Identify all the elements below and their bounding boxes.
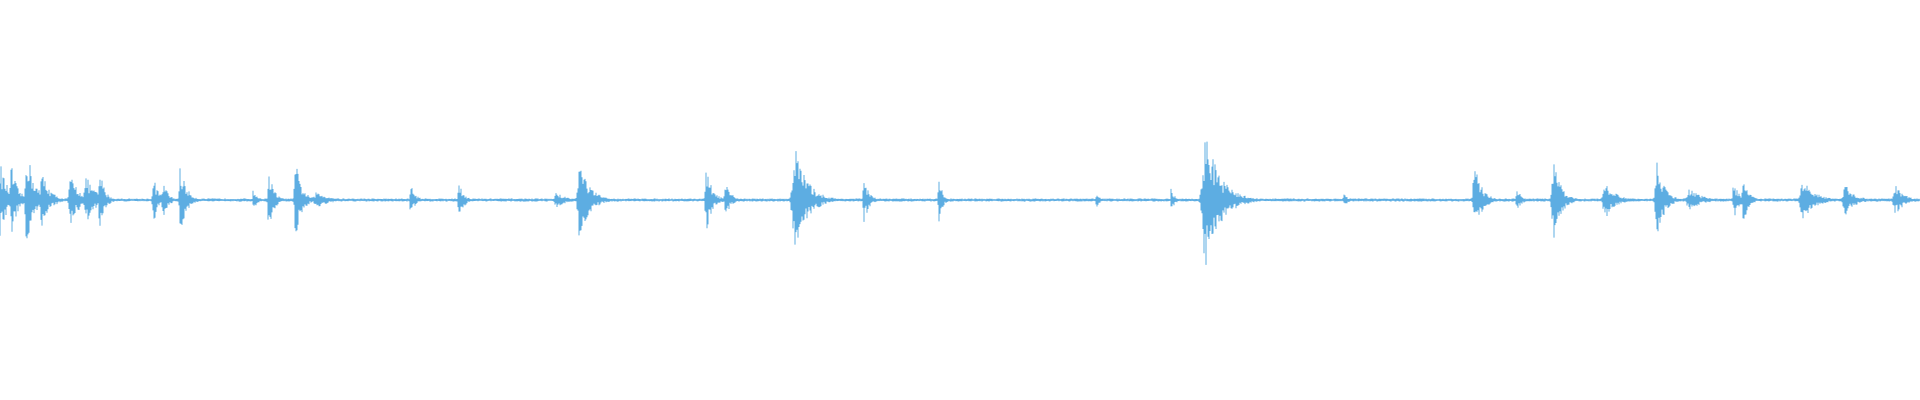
- waveform-signal: [0, 141, 1920, 265]
